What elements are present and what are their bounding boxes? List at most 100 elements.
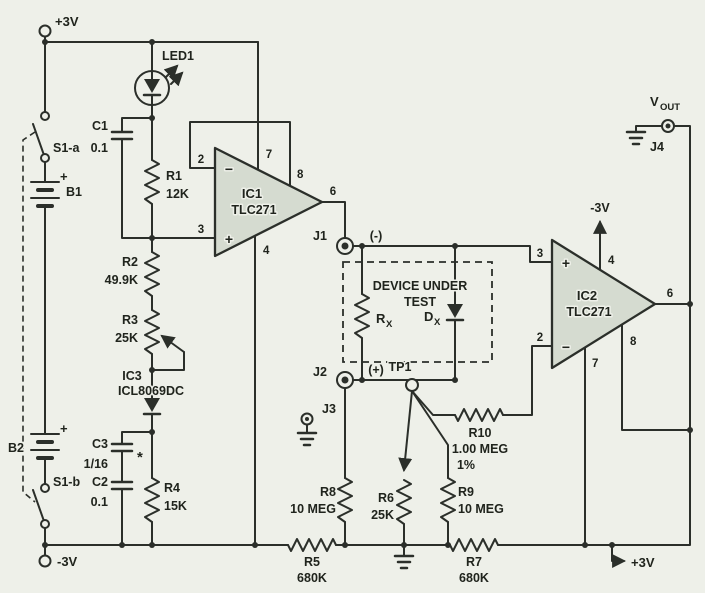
label-r7-value: 680K [459, 571, 489, 585]
r10-symbol [454, 408, 504, 422]
ground-symbol [625, 130, 647, 146]
label-ic1-pin8: 8 [297, 169, 304, 181]
led-ray [168, 71, 184, 87]
rx-symbol [354, 293, 370, 339]
b2-symbol-long [30, 433, 60, 451]
label-rx-ref: R [376, 311, 386, 326]
label-j2-polarity: (+) [368, 363, 384, 377]
switch-linkage-dashed [22, 131, 36, 503]
label-ic1-pin2: 2 [198, 154, 204, 166]
junction [452, 377, 458, 383]
r7-symbol [449, 538, 499, 552]
c1-symbol [110, 130, 134, 141]
junction [359, 243, 365, 249]
label-vee-ic2: -3V [590, 201, 610, 215]
junction-dots [42, 39, 693, 548]
components [30, 24, 675, 570]
label-ic2-pin3: 3 [537, 248, 543, 260]
junction [149, 429, 155, 435]
s1b-blade [32, 489, 46, 525]
ic3-symbol [144, 398, 160, 412]
junction [252, 542, 258, 548]
wire-tp1-to-r9 [411, 390, 449, 479]
label-vcc-top: +3V [55, 14, 79, 29]
wire-j4-ground [635, 125, 663, 133]
ground-symbol [393, 554, 415, 570]
junction [609, 542, 615, 548]
label-r6-value: 25K [371, 508, 394, 522]
label-c3-ref: C3 [92, 437, 108, 451]
r6-symbol [396, 479, 412, 525]
c3-symbol [110, 442, 134, 453]
opamp-ic1-symbol [213, 146, 324, 258]
vee-terminal [38, 554, 52, 568]
r3-symbol [144, 309, 160, 355]
label-ic2-minus: − [562, 339, 570, 355]
label-ic3-ref: IC3 [122, 369, 142, 383]
r6-wiper-arrow [398, 390, 413, 473]
junction [687, 301, 693, 307]
label-j1: J1 [313, 229, 327, 243]
label-ic2-plus: + [562, 255, 570, 271]
s1b-contact [40, 483, 50, 493]
opamp-ic2-symbol [550, 238, 657, 370]
j2-jack-center [341, 376, 349, 384]
label-ic1-pin6: 6 [330, 186, 336, 198]
junction [149, 542, 155, 548]
label-r3-ref: R3 [122, 313, 138, 327]
label-r9-value: 10 MEG [458, 502, 504, 516]
label-ic1-ref: IC1 [242, 186, 262, 201]
label-ic2-pin4: 4 [608, 255, 615, 267]
junction [149, 235, 155, 241]
r2-symbol [144, 251, 160, 297]
label-led1: LED1 [162, 49, 194, 63]
junction [42, 39, 48, 45]
label-r7-ref: R7 [466, 555, 482, 569]
junction [149, 39, 155, 45]
s1b-contact [40, 519, 50, 529]
label-tp1: TP1 [389, 360, 412, 374]
label-j1-polarity: (-) [370, 229, 383, 243]
label-ic2-ref: IC2 [577, 288, 597, 303]
label-r3-value: 25K [115, 331, 138, 345]
junction [119, 542, 125, 548]
label-vout-main: V [650, 94, 659, 109]
wire-ic1-bias-loop [189, 121, 291, 187]
junction [359, 377, 365, 383]
label-s1a: S1-a [53, 141, 80, 155]
r3-wiper-arrow [160, 334, 185, 353]
label-j4: J4 [650, 140, 664, 154]
label-c2-ref: C2 [92, 475, 108, 489]
r5-symbol [287, 538, 337, 552]
s1a-contact [40, 153, 50, 163]
wire-tp1-to-r10 [411, 390, 456, 416]
label-ic1-plus: + [225, 231, 233, 247]
r4-symbol [144, 477, 160, 523]
label-vee-bottom: -3V [57, 554, 78, 569]
junction [582, 542, 588, 548]
b1-symbol-short [36, 188, 54, 208]
junction [149, 115, 155, 121]
b2-symbol-short [36, 440, 54, 460]
led1-anode [144, 79, 160, 93]
label-r10-value: 1.00 MEG [452, 442, 508, 456]
label-r10-tol: 1% [457, 458, 475, 472]
label-s1b: S1-b [53, 475, 80, 489]
dut-box [342, 261, 493, 363]
label-vcc-bottom-right: +3V [631, 555, 655, 570]
label-r5-value: 680K [297, 571, 327, 585]
label-vout-sub: OUT [660, 102, 680, 113]
wire-c3-branch [121, 431, 153, 445]
wire-c1-bottom [121, 138, 153, 239]
label-c2-value: 0.1 [91, 495, 108, 509]
label-ic1-minus: − [225, 161, 233, 177]
wires [22, 35, 691, 568]
label-b2: B2 [8, 441, 24, 455]
ground-symbol [296, 431, 318, 447]
s1a-blade [32, 123, 46, 159]
wire-ic2-pin8 [621, 324, 691, 431]
dx-symbol [447, 304, 463, 318]
junction [42, 542, 48, 548]
